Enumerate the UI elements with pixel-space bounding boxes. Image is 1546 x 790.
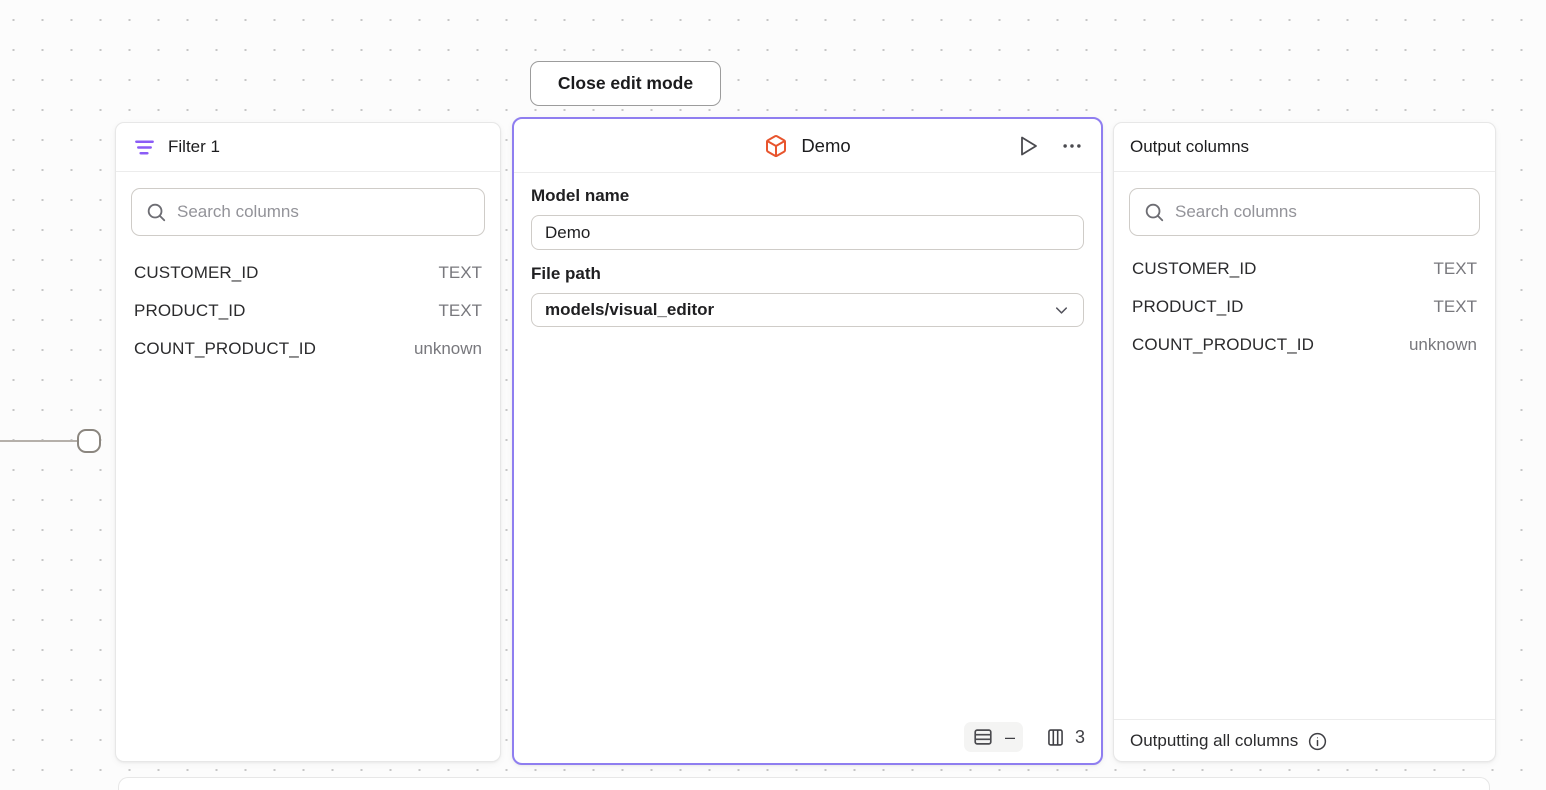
row-count-toggle[interactable]: –: [963, 722, 1023, 752]
column-type: TEXT: [438, 301, 482, 320]
output-columns-panel[interactable]: Output columns CUSTOMER_ID TEXT PRODUCT_…: [1113, 122, 1496, 762]
model-node-panel[interactable]: Demo Mo: [512, 117, 1103, 765]
column-type: unknown: [1408, 335, 1477, 354]
filter-lines-icon: [133, 136, 156, 159]
column-row[interactable]: PRODUCT_ID TEXT: [1114, 288, 1495, 326]
filter-node-panel[interactable]: Filter 1 CUSTOMER_ID TEXT PRODUCT_ID: [115, 122, 501, 762]
model-panel-header[interactable]: Demo: [514, 119, 1101, 173]
more-options-button[interactable]: [1059, 133, 1085, 159]
column-name: COUNT_PRODUCT_ID: [134, 339, 317, 358]
column-row[interactable]: CUSTOMER_ID TEXT: [116, 254, 500, 292]
model-name-input[interactable]: [531, 215, 1084, 250]
column-name: COUNT_PRODUCT_ID: [1132, 335, 1315, 354]
bottom-node-panel[interactable]: [118, 777, 1490, 790]
filter-search-input[interactable]: [131, 188, 485, 236]
column-name: CUSTOMER_ID: [134, 263, 259, 282]
edge-connection-handle[interactable]: [77, 429, 101, 453]
file-path-label: File path: [531, 264, 601, 283]
output-footer: Outputting all columns: [1114, 719, 1495, 761]
column-count-value: 3: [1074, 726, 1085, 747]
run-model-button[interactable]: [1015, 133, 1041, 159]
column-name: PRODUCT_ID: [134, 301, 246, 320]
column-row[interactable]: COUNT_PRODUCT_ID unknown: [116, 330, 500, 368]
output-footer-text: Outputting all columns: [1130, 730, 1299, 750]
column-name: CUSTOMER_ID: [1132, 259, 1257, 278]
column-name: PRODUCT_ID: [1132, 297, 1244, 316]
filter-panel-header[interactable]: Filter 1: [116, 123, 500, 172]
column-row[interactable]: PRODUCT_ID TEXT: [116, 292, 500, 330]
table-rows-icon: [972, 726, 994, 748]
filter-column-list: CUSTOMER_ID TEXT PRODUCT_ID TEXT COUNT_P…: [116, 254, 500, 368]
column-type: TEXT: [1433, 297, 1477, 316]
column-row[interactable]: COUNT_PRODUCT_ID unknown: [1114, 326, 1495, 364]
column-type: unknown: [413, 339, 482, 358]
ellipsis-icon: [1061, 135, 1083, 157]
column-row[interactable]: CUSTOMER_ID TEXT: [1114, 250, 1495, 288]
output-search-input[interactable]: [1129, 188, 1480, 236]
output-panel-title: Output columns: [1130, 137, 1250, 156]
table-columns-icon: [1045, 727, 1066, 748]
play-icon: [1016, 134, 1040, 158]
output-column-list: CUSTOMER_ID TEXT PRODUCT_ID TEXT COUNT_P…: [1114, 250, 1495, 364]
info-icon[interactable]: [1307, 731, 1328, 752]
edge-connector-line: [0, 440, 79, 442]
cube-icon: [764, 134, 788, 158]
filter-panel-title: Filter 1: [168, 137, 220, 156]
column-type: TEXT: [1433, 259, 1477, 278]
chevron-down-icon: [1052, 301, 1071, 320]
model-name-label: Model name: [531, 186, 630, 205]
model-panel-title: Demo: [801, 134, 851, 156]
column-count-toggle[interactable]: 3: [1045, 727, 1085, 748]
file-path-value: models/visual_editor: [545, 300, 715, 319]
row-count-value: –: [1004, 726, 1015, 747]
close-edit-mode-button[interactable]: Close edit mode: [530, 61, 721, 106]
output-panel-header: Output columns: [1114, 123, 1495, 172]
file-path-select[interactable]: models/visual_editor: [531, 293, 1084, 327]
column-type: TEXT: [438, 263, 482, 282]
